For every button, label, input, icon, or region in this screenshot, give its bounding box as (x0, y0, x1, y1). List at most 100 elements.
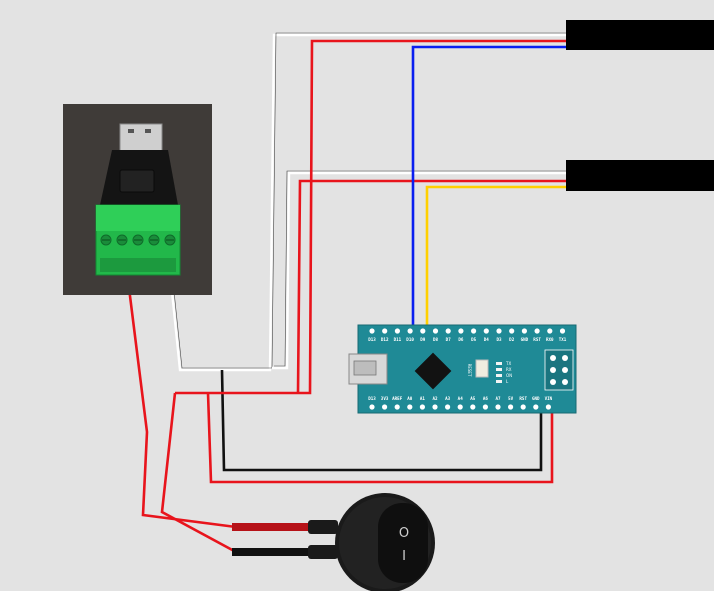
bottom-pin (482, 404, 488, 410)
icsp-header (544, 349, 574, 391)
top-pin-label: D13 (368, 337, 376, 342)
bottom-pin (445, 404, 451, 410)
top-pin-label: D11 (394, 337, 402, 342)
top-pin-label: D6 (458, 337, 464, 342)
usb-plug-metal (119, 123, 163, 153)
top-pin-row (369, 328, 566, 334)
top-pin (369, 328, 375, 334)
bottom-pin-row (369, 404, 552, 410)
top-pin-label: GND (521, 337, 529, 342)
top-pin-label: D8 (433, 337, 439, 342)
bottom-pin-label: RST (519, 396, 527, 401)
top-pin-label: D5 (471, 337, 477, 342)
wire-black-ground (220, 369, 543, 472)
wire-yellow-d8 (425, 185, 566, 330)
top-pin-label: D4 (484, 337, 490, 342)
led-label-rx: RX (506, 367, 512, 372)
switch-symbol-on: I (402, 549, 406, 564)
bottom-pin (394, 404, 400, 410)
bottom-pin (520, 404, 526, 410)
wire-blue-d9 (411, 45, 566, 330)
usb-adapter (63, 104, 212, 295)
bottom-pin (407, 404, 413, 410)
wire-red-to-vin (206, 392, 554, 484)
bottom-pin (382, 404, 388, 410)
top-pin (458, 328, 464, 334)
top-pin (420, 328, 426, 334)
top-pin (521, 328, 528, 334)
arduino-board (357, 324, 577, 414)
top-pin (394, 328, 400, 334)
bottom-pin (419, 404, 425, 410)
top-pin (534, 328, 540, 334)
top-pin (432, 328, 439, 334)
bottom-pin (495, 404, 501, 410)
top-pin (382, 328, 388, 334)
bottom-pin-label: GND (532, 396, 540, 401)
reset-button (475, 359, 489, 378)
top-pin-label: D12 (381, 337, 389, 342)
top-pin-label: RX0 (546, 337, 554, 342)
rocker-switch: O I (232, 493, 435, 591)
top-pin-label: D10 (406, 337, 414, 342)
top-pin (445, 328, 451, 334)
wire-white-outline-1 (171, 32, 566, 369)
bottom-pin-label: A1 (420, 396, 426, 401)
bottom-pin-label: A0 (407, 396, 413, 401)
led-label-on: ON (506, 373, 512, 378)
top-pin (496, 328, 502, 334)
top-pin-label: D2 (509, 337, 515, 342)
top-pin-label: D3 (496, 337, 502, 342)
microcontroller-chip (414, 352, 452, 390)
bottom-pin (457, 404, 463, 410)
bottom-pin-label: D13 (368, 396, 376, 401)
top-pin-label: RST (533, 337, 541, 342)
top-pin (483, 328, 489, 334)
bottom-pin (533, 404, 539, 410)
top-pin (407, 328, 413, 334)
top-pin-labels: D13 D12 D11 D10 D9 D8 D7 D6 D5 D4 D3 D2 GND RST RX0 TX1 (368, 337, 567, 342)
reset-label: RESET (467, 364, 472, 377)
bottom-pin-label: A7 (495, 396, 501, 401)
terminal-screws (100, 234, 176, 246)
led-strip-connector-1 (566, 20, 714, 50)
bottom-pin-label: A2 (432, 396, 438, 401)
top-pin-label: D9 (420, 337, 426, 342)
led-label-l: L (506, 379, 509, 384)
bottom-pin (369, 404, 375, 410)
bottom-pin-label: A6 (483, 396, 489, 401)
bottom-pin-label: VIN (545, 396, 553, 401)
bottom-pin (545, 404, 552, 410)
top-pin (509, 328, 515, 334)
led-strip-connector-2 (566, 160, 714, 191)
wires (125, 32, 566, 554)
wire-white-outline-2 (274, 170, 566, 367)
wire-red-switch-return (160, 392, 237, 554)
wire-white-to-connector-2 (272, 171, 566, 370)
bottom-pin-label: 5V (508, 396, 514, 401)
bottom-pin (470, 404, 476, 410)
bottom-pin-label: 3V3 (381, 396, 389, 401)
wire-red-to-connector-1 (175, 39, 566, 395)
switch-symbol-off: O (399, 526, 409, 541)
bottom-pin-label: A4 (458, 396, 464, 401)
icsp-pins (550, 355, 568, 385)
top-pin (559, 328, 566, 334)
bottom-pin-label: AREF (392, 396, 403, 401)
top-pin-label: D7 (446, 337, 452, 342)
top-pin (547, 328, 553, 334)
bottom-pin-label: A5 (470, 396, 476, 401)
bottom-pin-label: A3 (445, 396, 451, 401)
top-pin (471, 328, 477, 334)
wire-red-usb-to-switch (125, 271, 237, 529)
wire-red-to-connector-2 (296, 179, 566, 394)
led-label-tx: TX (505, 361, 511, 366)
status-leds (496, 362, 502, 383)
bottom-pin (508, 404, 514, 410)
top-pin-label: TX1 (559, 337, 567, 342)
wire-white-usb-to-connector-1 (168, 33, 566, 372)
bottom-pin (432, 404, 438, 410)
